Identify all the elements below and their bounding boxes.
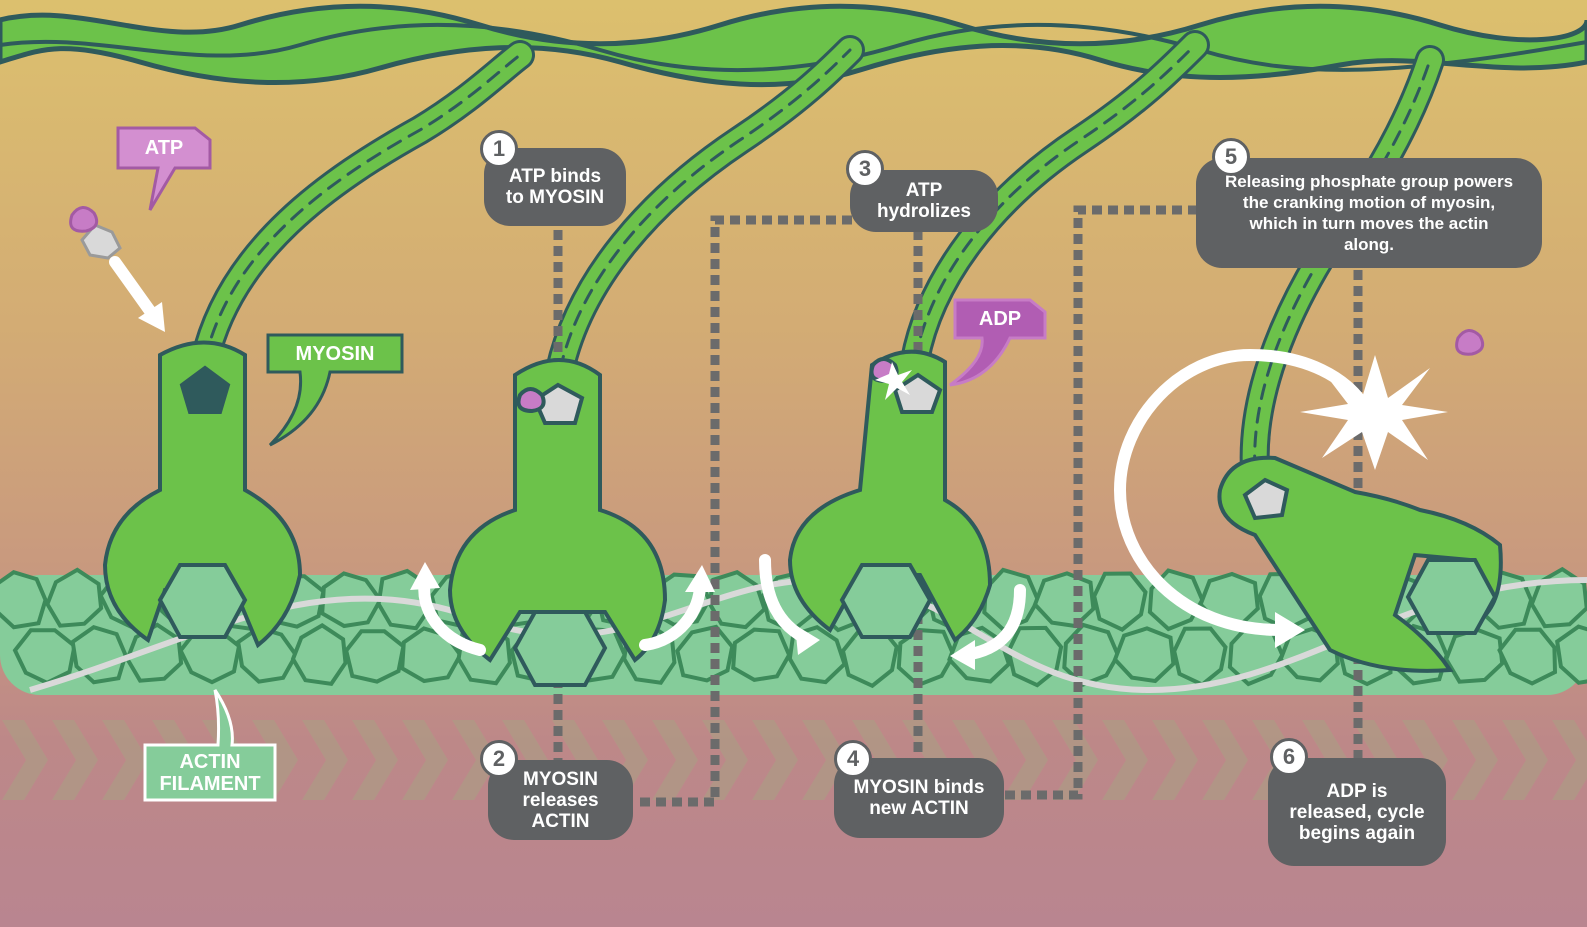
actin-monomer bbox=[840, 625, 899, 689]
actin-monomer bbox=[1555, 624, 1587, 685]
myosin-tails bbox=[190, 30, 1445, 485]
step-6-box: ADP is released, cycle begins again bbox=[1268, 758, 1446, 866]
adp-tag-shape bbox=[949, 298, 1047, 387]
free-atp-molecule bbox=[69, 206, 122, 260]
actin-monomer bbox=[70, 625, 128, 685]
actin-monomer bbox=[125, 622, 184, 683]
step-2-box: MYOSIN releases ACTIN bbox=[488, 760, 633, 840]
step-6-number: 6 bbox=[1270, 738, 1308, 776]
arrow-heads bbox=[138, 302, 1305, 670]
actin-monomer bbox=[1092, 571, 1148, 632]
myosin-label: MYOSIN bbox=[295, 342, 375, 365]
step-3-box: ATP hydrolizes bbox=[850, 170, 998, 232]
step-3-text: ATP hydrolizes bbox=[877, 180, 971, 222]
step-2-number: 2 bbox=[480, 740, 518, 778]
step-6-text: ADP is released, cycle begins again bbox=[1289, 780, 1425, 844]
actin-monomer bbox=[236, 625, 299, 684]
step-1-text: ATP binds to MYOSIN bbox=[505, 166, 605, 208]
step-3-number: 3 bbox=[846, 150, 884, 188]
actin-monomer bbox=[1497, 627, 1558, 686]
released-phosphate bbox=[1455, 329, 1485, 356]
step-1-number: 1 bbox=[480, 130, 518, 168]
actin-monomer bbox=[344, 629, 406, 684]
myosin-head-1 bbox=[102, 340, 303, 649]
actin-monomer bbox=[290, 623, 348, 686]
actin-monomer bbox=[0, 570, 48, 630]
thick-filament bbox=[0, 3, 1587, 88]
actin-monomer bbox=[1172, 626, 1228, 687]
step-5-text: Releasing phosphate group powers the cra… bbox=[1224, 172, 1514, 254]
step-4-text: MYOSIN binds new ACTIN bbox=[853, 777, 985, 819]
actin-monomer bbox=[1443, 627, 1505, 684]
atp-label: ATP bbox=[144, 137, 184, 159]
step-5-box: Releasing phosphate group powers the cra… bbox=[1196, 158, 1542, 268]
actin-monomer bbox=[45, 567, 104, 628]
step-2-text: MYOSIN releases ACTIN bbox=[522, 768, 599, 832]
actin-tag-shape bbox=[143, 689, 277, 802]
step-1-box: ATP binds to MYOSIN bbox=[484, 148, 626, 226]
actin-monomer bbox=[896, 628, 956, 688]
adp-label: ADP bbox=[978, 308, 1022, 330]
actin-monomer bbox=[1112, 626, 1176, 684]
actin-filament-label: ACTIN FILAMENT bbox=[159, 751, 261, 795]
step-5-number: 5 bbox=[1212, 138, 1250, 176]
atp-tag-shape bbox=[116, 126, 212, 211]
actin-hexagons bbox=[157, 558, 1498, 687]
actin-monomer bbox=[731, 627, 792, 682]
actin-monomer bbox=[178, 628, 242, 685]
step-4-number: 4 bbox=[834, 740, 872, 778]
myosin-tag-shape bbox=[266, 333, 404, 447]
myosin-head-3 bbox=[787, 349, 993, 644]
